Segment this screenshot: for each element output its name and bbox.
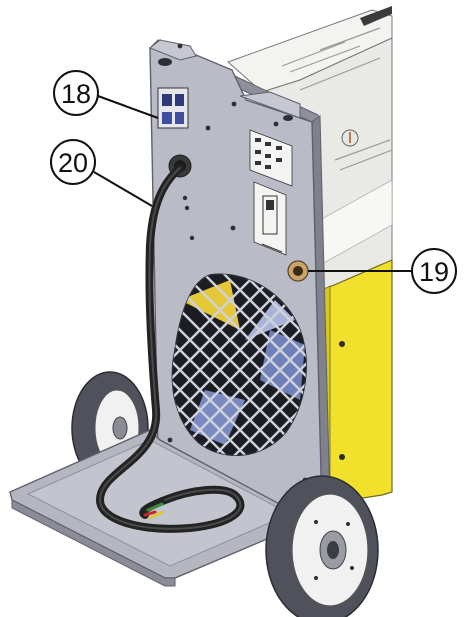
warning-decals — [249, 129, 293, 256]
callout-19: 19 — [308, 248, 457, 294]
right-wheel — [265, 475, 379, 617]
rating-plate — [253, 181, 287, 256]
yellow-panel-screw-top — [339, 341, 345, 347]
cable-wire-green — [146, 502, 164, 512]
cable-wire-red — [143, 510, 157, 517]
callout-19-label: 19 — [419, 257, 449, 287]
housing-vents — [281, 27, 393, 171]
gas-connector — [287, 260, 309, 282]
callout-20: 20 — [50, 139, 153, 207]
power-switch-block — [157, 87, 189, 129]
callout-20-label: 20 — [58, 148, 88, 178]
top-handle — [360, 6, 392, 26]
yellow-panel-screw-bottom — [339, 454, 345, 460]
mains-cable — [95, 164, 245, 533]
callout-18-label: 18 — [61, 79, 91, 109]
callout-18: 18 — [53, 70, 159, 119]
cable-wire-yellow — [148, 510, 165, 520]
